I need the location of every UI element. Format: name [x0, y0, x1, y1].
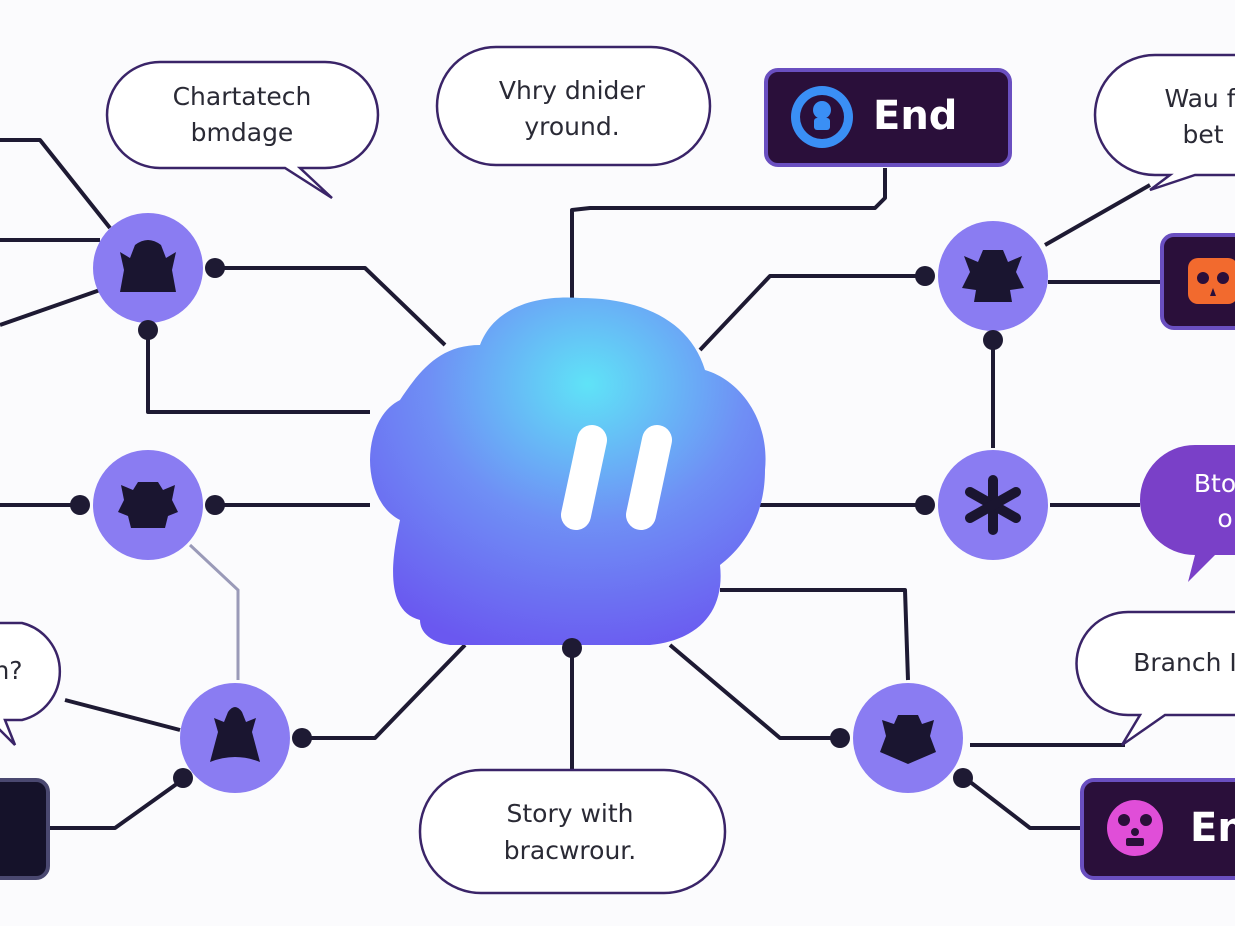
bubble-top-center[interactable]: Vhry dnider yround.: [435, 45, 712, 167]
bubble-right-purple[interactable]: Bto o: [1140, 445, 1235, 582]
bubble-text: Branch I: [1133, 648, 1235, 677]
bubble-left-mid[interactable]: n?: [0, 621, 62, 746]
character-node[interactable]: [93, 213, 203, 323]
end-label: En: [1190, 805, 1235, 851]
bubble-text: o: [1217, 504, 1232, 533]
end-node-bottom-right[interactable]: En: [1080, 778, 1235, 880]
bubble-text: n?: [0, 656, 23, 685]
quote-icon: [561, 425, 672, 530]
bubble-text: yround.: [524, 112, 619, 141]
end-node-skull[interactable]: [1160, 233, 1235, 330]
ghost-icon: [210, 707, 260, 762]
bubble-bottom-center[interactable]: Story with bracwrour.: [418, 768, 727, 895]
bug-icon: [962, 250, 1024, 302]
bubble-text: Chartatech: [173, 82, 312, 111]
character-node[interactable]: [853, 683, 963, 793]
bubble-top-left[interactable]: Chartatech bmdage: [105, 60, 380, 200]
character-node[interactable]: [938, 450, 1048, 560]
creature-icon: [120, 240, 176, 292]
skull-icon: [1107, 800, 1163, 856]
connector-dots: [70, 258, 1003, 788]
bubble-top-right[interactable]: Wau f bet: [1093, 53, 1235, 192]
central-hub[interactable]: [370, 297, 766, 645]
skull-icon: [1188, 258, 1235, 304]
bubble-right-branch[interactable]: Branch I: [1075, 610, 1235, 747]
bubble-text: Story with: [506, 799, 633, 828]
character-node[interactable]: [938, 221, 1048, 331]
end-node-top[interactable]: End: [764, 68, 1012, 167]
face-icon: [791, 86, 853, 148]
character-node[interactable]: [180, 683, 290, 793]
bubble-text: bracwrour.: [504, 836, 636, 865]
creature-icon: [880, 715, 936, 764]
asterisk-icon: [965, 475, 1021, 535]
bubble-text: Wau f: [1164, 84, 1235, 113]
character-node[interactable]: [93, 450, 203, 560]
connectors: [0, 138, 1162, 830]
bubble-text: bet: [1182, 120, 1223, 149]
bubble-text: Bto: [1194, 469, 1235, 498]
end-node-left[interactable]: [0, 778, 50, 880]
bubble-text: bmdage: [191, 118, 294, 147]
end-label: End: [873, 93, 957, 139]
turtle-icon: [118, 482, 178, 528]
bubble-text: Vhry dnider: [499, 76, 646, 105]
